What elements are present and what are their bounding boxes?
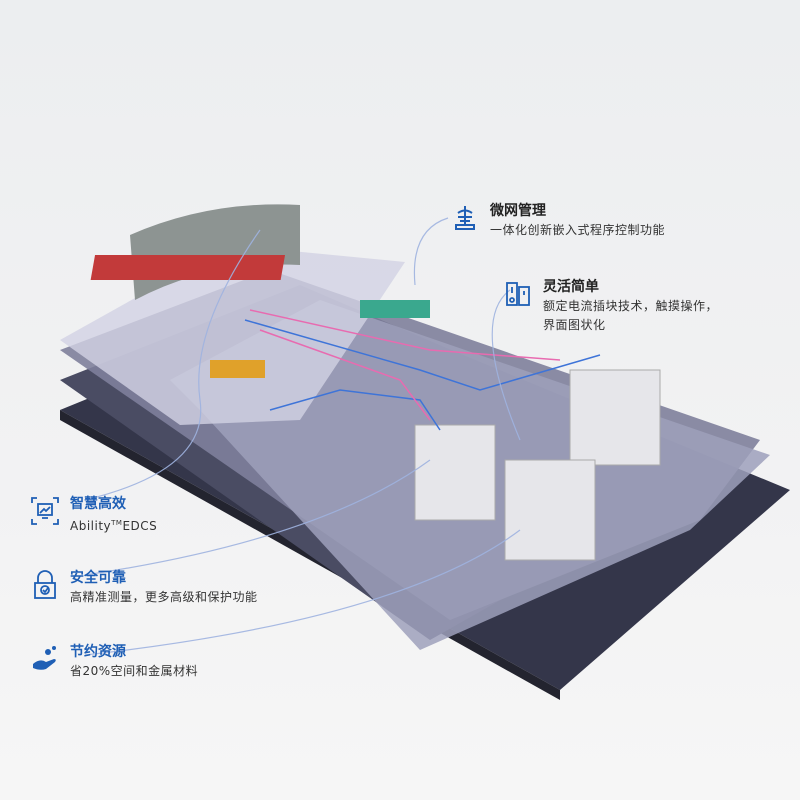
feature-flexible: 灵活简单 额定电流插块技术，触摸操作， 界面图状化 [503, 277, 718, 335]
operator-desk-green [360, 300, 430, 318]
feature-smart: 智慧高效 AbilityTMEDCS [30, 494, 157, 536]
feature-desc: AbilityTMEDCS [70, 514, 157, 536]
feature-desc-line: 额定电流插块技术，触摸操作， [543, 299, 719, 313]
feature-microgrid: 微网管理 一体化创新嵌入式程序控制功能 [450, 201, 665, 240]
feature-saving: 节约资源 省20%空间和金属材料 [30, 642, 198, 681]
feature-desc: 高精准测量，更多高级和保护功能 [70, 590, 258, 604]
feature-desc-line: 界面图状化 [543, 318, 606, 332]
operator-desk-yellow [210, 360, 265, 378]
feature-title: 微网管理 [490, 203, 546, 219]
product-name: EDCS [122, 519, 158, 533]
trademark: TM [111, 519, 123, 527]
brand-name: Ability [70, 519, 112, 533]
callout-lines [84, 217, 521, 656]
switchgear-cabinets-right [414, 369, 661, 561]
floor-top [60, 245, 405, 425]
cable-lines [244, 309, 601, 431]
feature-safety: 安全可靠 高精准测量，更多高级和保护功能 [30, 568, 258, 607]
feature-title: 节约资源 [70, 644, 126, 660]
feature-title: 灵活简单 [543, 279, 599, 295]
monitor-chart-icon [31, 497, 59, 525]
feature-title: 智慧高效 [70, 496, 126, 512]
device-panel-icon [506, 282, 530, 306]
feature-desc: 省20%空间和金属材料 [70, 664, 199, 678]
feature-title: 安全可靠 [70, 570, 126, 586]
microgrid-icon [455, 206, 475, 230]
lock-check-icon [34, 570, 56, 599]
feature-desc: 一体化创新嵌入式程序控制功能 [490, 223, 666, 237]
hand-coins-icon [33, 646, 56, 670]
control-desk [90, 255, 286, 280]
